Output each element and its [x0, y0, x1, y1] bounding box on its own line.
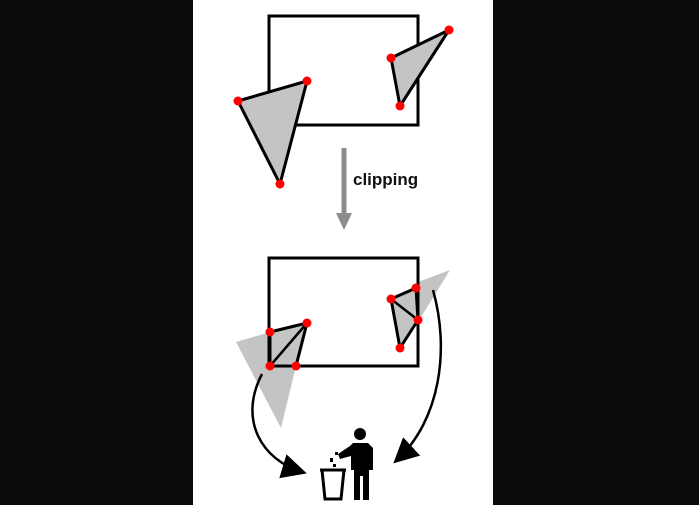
diagram-panel	[193, 0, 493, 505]
vertices-after	[265, 283, 423, 371]
clipping-arrow	[336, 148, 352, 230]
trash-bin-icon	[320, 428, 373, 501]
triangulation-edge	[390, 298, 419, 321]
clipping-label: clipping	[353, 170, 419, 189]
vertex	[265, 327, 275, 337]
discard-arrow-right	[393, 289, 443, 464]
vertex	[265, 361, 275, 371]
vertex	[386, 53, 396, 63]
vertex	[291, 361, 301, 371]
triangle-left-before	[236, 79, 309, 186]
vertex	[275, 179, 285, 189]
vertex	[395, 343, 405, 353]
vertex	[413, 315, 423, 325]
vertex	[444, 25, 454, 35]
vertex	[302, 318, 312, 328]
triangulation-edge	[269, 322, 308, 367]
vertex	[302, 76, 312, 86]
vertices-before	[233, 25, 454, 189]
vertex	[395, 101, 405, 111]
discard-arrow-left	[251, 373, 307, 479]
vertex	[386, 294, 396, 304]
vertex	[411, 283, 421, 293]
vertex	[233, 96, 243, 106]
triangle-right-before	[389, 28, 451, 108]
discarded-left-region	[236, 332, 296, 428]
